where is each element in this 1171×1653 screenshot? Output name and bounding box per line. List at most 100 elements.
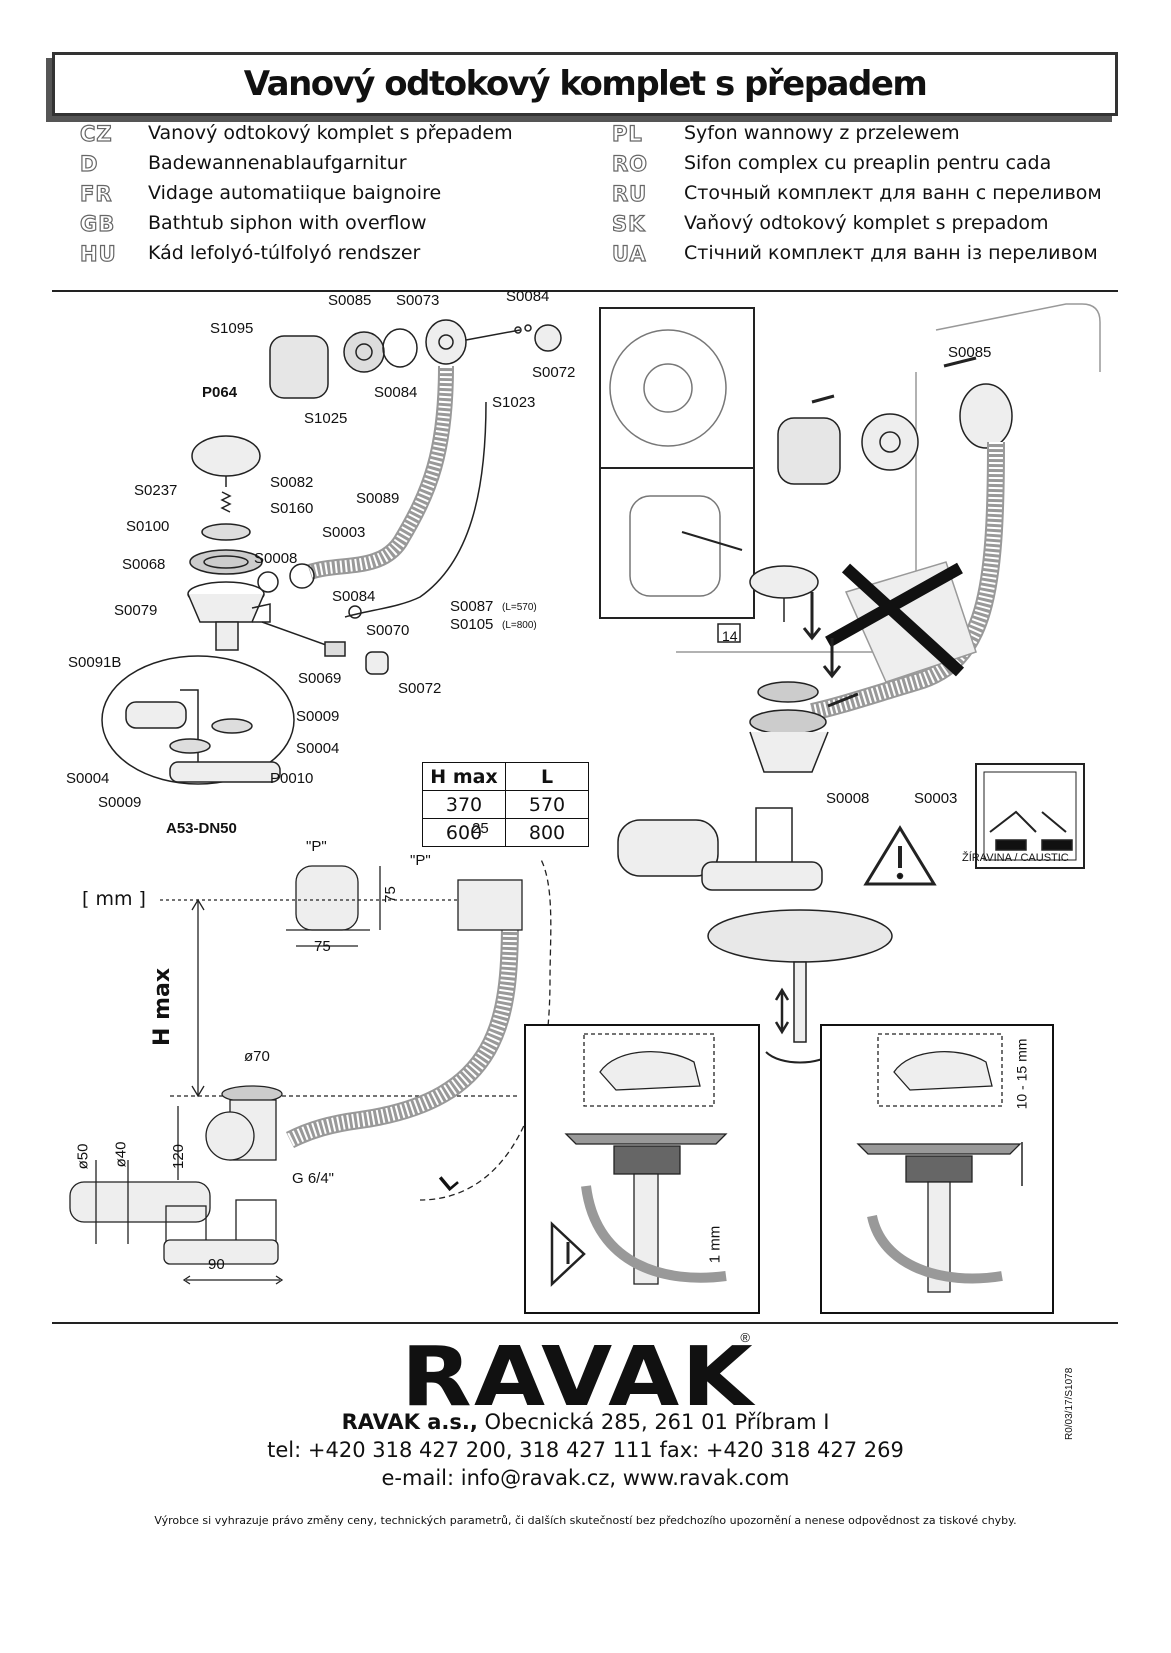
table-header: L	[505, 762, 589, 791]
part-label: S0079	[114, 602, 158, 619]
part-label: S0070	[366, 622, 410, 639]
dim-label: ø50	[74, 1143, 92, 1170]
dimension-table: H max L 370 570 600 800	[422, 762, 589, 847]
adjust-panel-left	[524, 1024, 760, 1314]
table-cell: 370	[422, 790, 506, 819]
dim-label: 75	[314, 938, 331, 955]
part-label: S0089	[356, 490, 400, 507]
part-label: S0068	[122, 556, 166, 573]
company-phone: tel: +420 318 427 200, 318 427 111 fax: …	[267, 1438, 904, 1462]
part-label: S0003	[322, 524, 366, 541]
part-label: (L=570)	[502, 602, 537, 613]
part-label: P0010	[270, 770, 314, 787]
part-label: S0069	[298, 670, 342, 687]
lang-text: Badewannenablaufgarnitur	[148, 152, 407, 174]
part-label: (L=800)	[502, 620, 537, 631]
part-label: S0004	[296, 740, 340, 757]
table-header-row: H max L	[422, 762, 589, 791]
part-label: S0084	[374, 384, 418, 401]
key-size-label: 14	[722, 628, 738, 644]
overflow-cap-shape	[269, 335, 329, 399]
lang-text: Syfon wannowy z przelewem	[684, 122, 960, 144]
part-label: S0105	[450, 616, 494, 633]
divider-bottom	[52, 1322, 1118, 1324]
lang-row: GB Bathtub siphon with overflow	[79, 211, 513, 242]
lang-text: Sifon complex cu preaplin pentru cada	[684, 152, 1052, 174]
dim-label: 25	[472, 820, 489, 837]
lang-code: HU	[79, 241, 117, 266]
lang-code: RO	[611, 151, 649, 176]
page-title: Vanový odtokový komplet s přepadem	[243, 64, 928, 104]
part-label: S0087	[450, 598, 494, 615]
lang-code: UA	[611, 241, 647, 266]
part-label: S0009	[296, 708, 340, 725]
logo-text: RAVAK	[401, 1330, 755, 1425]
table-cell: 570	[505, 790, 589, 819]
lang-code: FR	[79, 181, 113, 206]
part-label: S0237	[134, 482, 178, 499]
dim-label: G 6/4"	[292, 1170, 335, 1187]
dim-label: 90	[208, 1256, 225, 1273]
part-label: S0100	[126, 518, 170, 535]
plug-adjust-illustration	[707, 909, 893, 1064]
lang-text: Vanový odtokový komplet s přepadem	[148, 122, 513, 144]
dim-label: 10 - 15 mm	[1013, 1038, 1030, 1110]
table-cell: 800	[505, 818, 589, 847]
lang-text: Bathtub siphon with overflow	[148, 212, 427, 234]
p-label: "P"	[306, 838, 327, 855]
part-label: S0082	[270, 474, 314, 491]
divider-top	[52, 290, 1118, 292]
adjust-panel-left-drawing	[550, 1033, 728, 1287]
company-name: RAVAK a.s.,	[341, 1410, 478, 1434]
company-street: Obecnická 285, 261 01 Příbram I	[477, 1410, 830, 1434]
part-label: S1095	[210, 320, 254, 337]
lang-row: FR Vidage automatiique baignoire	[79, 181, 513, 212]
part-label: S0160	[270, 500, 314, 517]
title-box: Vanový odtokový komplet s přepadem	[52, 52, 1118, 116]
lang-code: SK	[611, 211, 646, 236]
company-email: e-mail: info@ravak.cz, www.ravak.com	[381, 1466, 790, 1490]
lang-text: Сточный комплект для ванн с переливом	[684, 182, 1102, 204]
part-label: S0072	[532, 364, 576, 381]
unit-label: [ mm ]	[82, 888, 146, 910]
part-label: S0073	[396, 292, 440, 309]
part-label: S0008	[254, 550, 298, 567]
part-label: P064	[202, 384, 238, 401]
lang-row: PL Syfon wannowy z przelewem	[611, 121, 1102, 152]
lang-row: D Badewannenablaufgarnitur	[79, 151, 513, 182]
lang-code: PL	[611, 121, 643, 146]
document-code: R0/03/17/S1078	[1064, 1367, 1075, 1440]
lang-code: D	[79, 151, 99, 176]
table-row: 370 570	[422, 790, 589, 819]
part-label: S0004	[66, 770, 110, 787]
dim-label: 120	[170, 1143, 188, 1170]
ravak-logo: RAVAK ®	[401, 1330, 753, 1425]
part-label: A53-DN50	[166, 820, 237, 837]
lang-row: SK Vaňový odtokový komplet s prepadom	[611, 211, 1102, 242]
part-label: S0003	[914, 790, 958, 807]
lang-code: RU	[611, 181, 648, 206]
lang-code: CZ	[79, 121, 113, 146]
dim-label: 1 mm	[706, 1225, 724, 1264]
lang-code: GB	[79, 211, 116, 236]
company-address: RAVAK a.s., Obecnická 285, 261 01 Příbra…	[0, 1410, 1171, 1434]
hmax-label: H max	[150, 967, 175, 1046]
adjust-panel-right-drawing	[856, 1033, 1023, 1293]
p-label: "P"	[410, 852, 431, 869]
table-row: 600 800	[422, 818, 589, 847]
language-list-right: PL Syfon wannowy z przelewem RO Sifon comp…	[611, 121, 1102, 272]
table-cell: 600	[422, 818, 506, 847]
part-label: S0008	[826, 790, 870, 807]
part-label: S0072	[398, 680, 442, 697]
lang-text: Vidage automatiique baignoire	[148, 182, 442, 204]
part-label: S1025	[304, 410, 348, 427]
lang-row: RO Sifon complex cu preaplin pentru cada	[611, 151, 1102, 182]
disclaimer: Výrobce si vyhrazuje právo změny ceny, t…	[154, 1514, 1017, 1527]
part-label: S0091B	[68, 654, 122, 671]
dim-label: ø40	[112, 1141, 130, 1168]
lang-text: Vaňový odtokový komplet s prepadom	[684, 212, 1049, 234]
installation-illustration	[599, 303, 1101, 891]
lang-row: CZ Vanový odtokový komplet s přepadem	[79, 121, 513, 152]
